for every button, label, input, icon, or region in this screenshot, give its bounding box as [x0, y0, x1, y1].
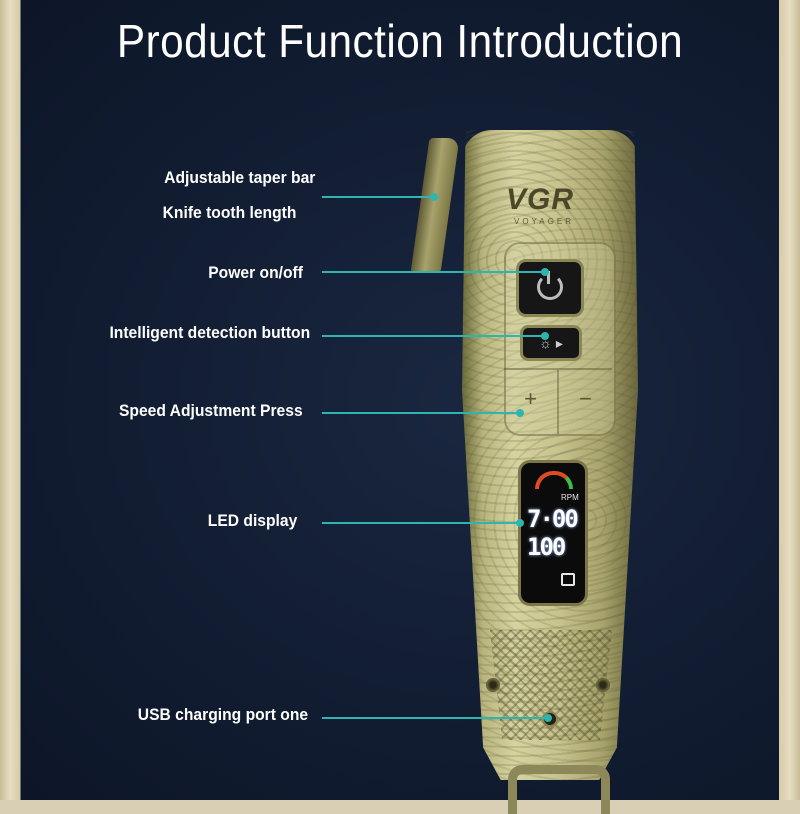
led-bottom-value: 100	[527, 533, 566, 561]
leader-dot-led	[516, 519, 524, 527]
led-unit: RPM	[561, 493, 579, 502]
leader-dot-usb	[544, 714, 552, 722]
led-top-value: 7·00	[527, 505, 579, 533]
label-usb: USB charging port one	[137, 705, 308, 724]
speed-plus-button[interactable]: +	[524, 386, 537, 411]
label-detection: Intelligent detection button	[109, 323, 310, 342]
label-power: Power on/off	[208, 263, 303, 282]
trimmer-illustration: VGR VOYAGER ☼ ▸ + − RPM 7·00 100	[400, 120, 660, 814]
speed-divider	[557, 370, 559, 434]
hanging-loop	[508, 765, 610, 814]
power-button[interactable]	[516, 259, 584, 317]
led-readout: 7·00 100	[527, 505, 579, 561]
screw-right	[596, 678, 610, 692]
infographic-panel	[21, 0, 779, 800]
leader-led	[322, 522, 520, 524]
taper-lever[interactable]	[410, 138, 460, 273]
leader-dot-power	[541, 268, 549, 276]
label-taper-bar: Adjustable taper bar	[163, 168, 315, 187]
speed-minus-button[interactable]: −	[579, 386, 592, 411]
leader-dot-taper	[430, 193, 438, 201]
battery-arc-icon	[535, 471, 573, 489]
engraving-pattern	[462, 130, 638, 780]
leader-power	[322, 271, 545, 273]
speed-buttons: + −	[504, 368, 612, 434]
leader-taper	[322, 196, 434, 198]
brand-subtitle: VOYAGER	[514, 217, 574, 226]
screw-left	[486, 678, 500, 692]
page-title: Product Function Introduction	[116, 15, 684, 67]
leader-dot-detect	[541, 332, 549, 340]
led-display: RPM 7·00 100	[518, 460, 588, 606]
leader-usb	[322, 717, 548, 719]
lock-icon	[561, 573, 575, 586]
leader-dot-speed	[516, 409, 524, 417]
trimmer-body	[462, 130, 638, 780]
label-speed: Speed Adjustment Press	[119, 401, 303, 420]
power-icon	[537, 271, 563, 300]
label-led: LED display	[207, 511, 297, 530]
brand-logo: VGR	[506, 183, 575, 216]
leader-speed	[322, 412, 520, 414]
leader-detect	[322, 335, 545, 337]
label-knife-tooth: Knife tooth length	[162, 203, 296, 222]
detection-button[interactable]: ☼ ▸	[520, 325, 582, 361]
